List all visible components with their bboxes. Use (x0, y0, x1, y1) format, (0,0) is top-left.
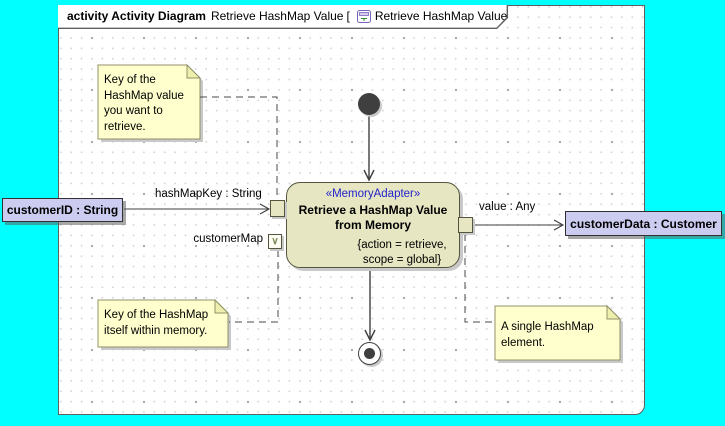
value-pin-customermap[interactable]: ∨ (268, 234, 282, 249)
input-pin-hashmapkey[interactable] (270, 200, 285, 217)
frame-context-name: Retrieve HashMap Value (374, 9, 508, 24)
output-pin-label[interactable]: value : Any (479, 201, 536, 213)
note-text: A single HashMap element. (501, 321, 594, 349)
value-pin-icon: ∨ (271, 235, 279, 247)
action-retrieve-hashmap-value[interactable]: «MemoryAdapter» Retrieve a HashMap Value… (286, 182, 460, 268)
action-stereotype: «MemoryAdapter» (325, 188, 421, 200)
object-node-customerdata[interactable]: customerData : Customer (565, 211, 722, 236)
note-text: Key of the HashMap value you want to ret… (104, 74, 184, 133)
value-pin-label[interactable]: customerMap (193, 233, 263, 245)
activity-final-node[interactable] (358, 342, 381, 365)
output-pin-value[interactable] (458, 217, 473, 233)
frame-kind-label: activity Activity Diagram (67, 9, 206, 24)
action-name: Retrieve a HashMap Value from Memory (298, 203, 448, 232)
object-node-customerid[interactable]: customerID : String (2, 198, 123, 222)
frame-bracket-open: [ (346, 9, 350, 24)
action-properties: {action = retrieve, scope = global} (357, 239, 447, 266)
frame-header-content: activity Activity Diagram Retrieve HashM… (58, 5, 507, 28)
frame-diagram-name: Retrieve HashMap Value (210, 9, 344, 24)
input-pin-label[interactable]: hashMapKey : String (155, 188, 262, 200)
initial-node[interactable] (358, 93, 380, 115)
activity-final-inner-dot (364, 348, 375, 359)
frame-header[interactable]: activity Activity Diagram Retrieve HashM… (58, 5, 508, 29)
activity-diagram-icon (357, 10, 371, 23)
note-text: Key of the HashMap itself within memory. (104, 309, 209, 337)
